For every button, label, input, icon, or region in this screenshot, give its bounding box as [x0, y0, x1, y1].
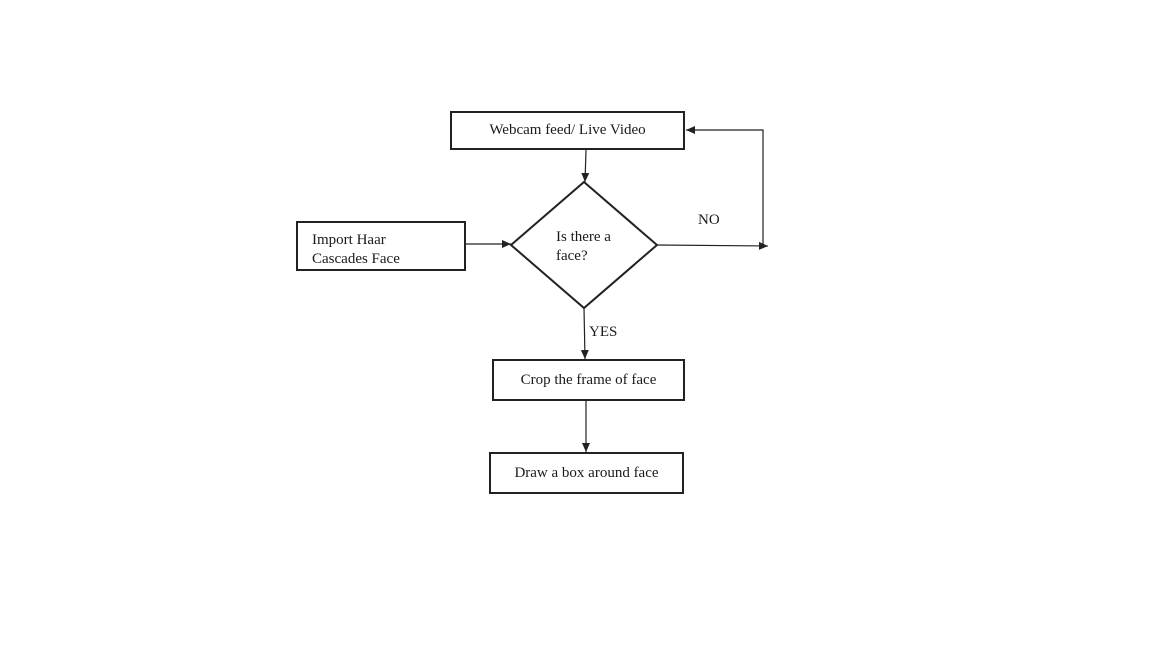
- node-webcam-feed: Webcam feed/ Live Video: [450, 111, 685, 150]
- edge-decision-yes: [580, 307, 589, 360]
- node-crop-frame: Crop the frame of face: [492, 359, 685, 401]
- node-draw-box: Draw a box around face: [489, 452, 684, 494]
- edge-webcam-to-decision: [581, 149, 590, 183]
- decision-label-line-1: Is there a: [556, 229, 611, 245]
- node-import-haar: Import Haar Cascades Face: [296, 221, 466, 271]
- node-import-haar-line-1: Import Haar: [312, 232, 386, 248]
- edge-no-loop-back: [686, 126, 764, 246]
- node-crop-frame-label: Crop the frame of face: [520, 371, 657, 388]
- decision-label: Is there a face?: [556, 228, 636, 266]
- decision-label-line-2: face?: [556, 248, 588, 264]
- edge-label-yes: YES: [589, 324, 618, 340]
- edge-label-no: NO: [698, 212, 720, 228]
- node-webcam-feed-label: Webcam feed/ Live Video: [489, 122, 646, 138]
- node-import-haar-line-2: Cascades Face: [312, 251, 400, 267]
- edge-decision-no: [656, 241, 769, 250]
- node-draw-box-label: Draw a box around face: [514, 464, 659, 481]
